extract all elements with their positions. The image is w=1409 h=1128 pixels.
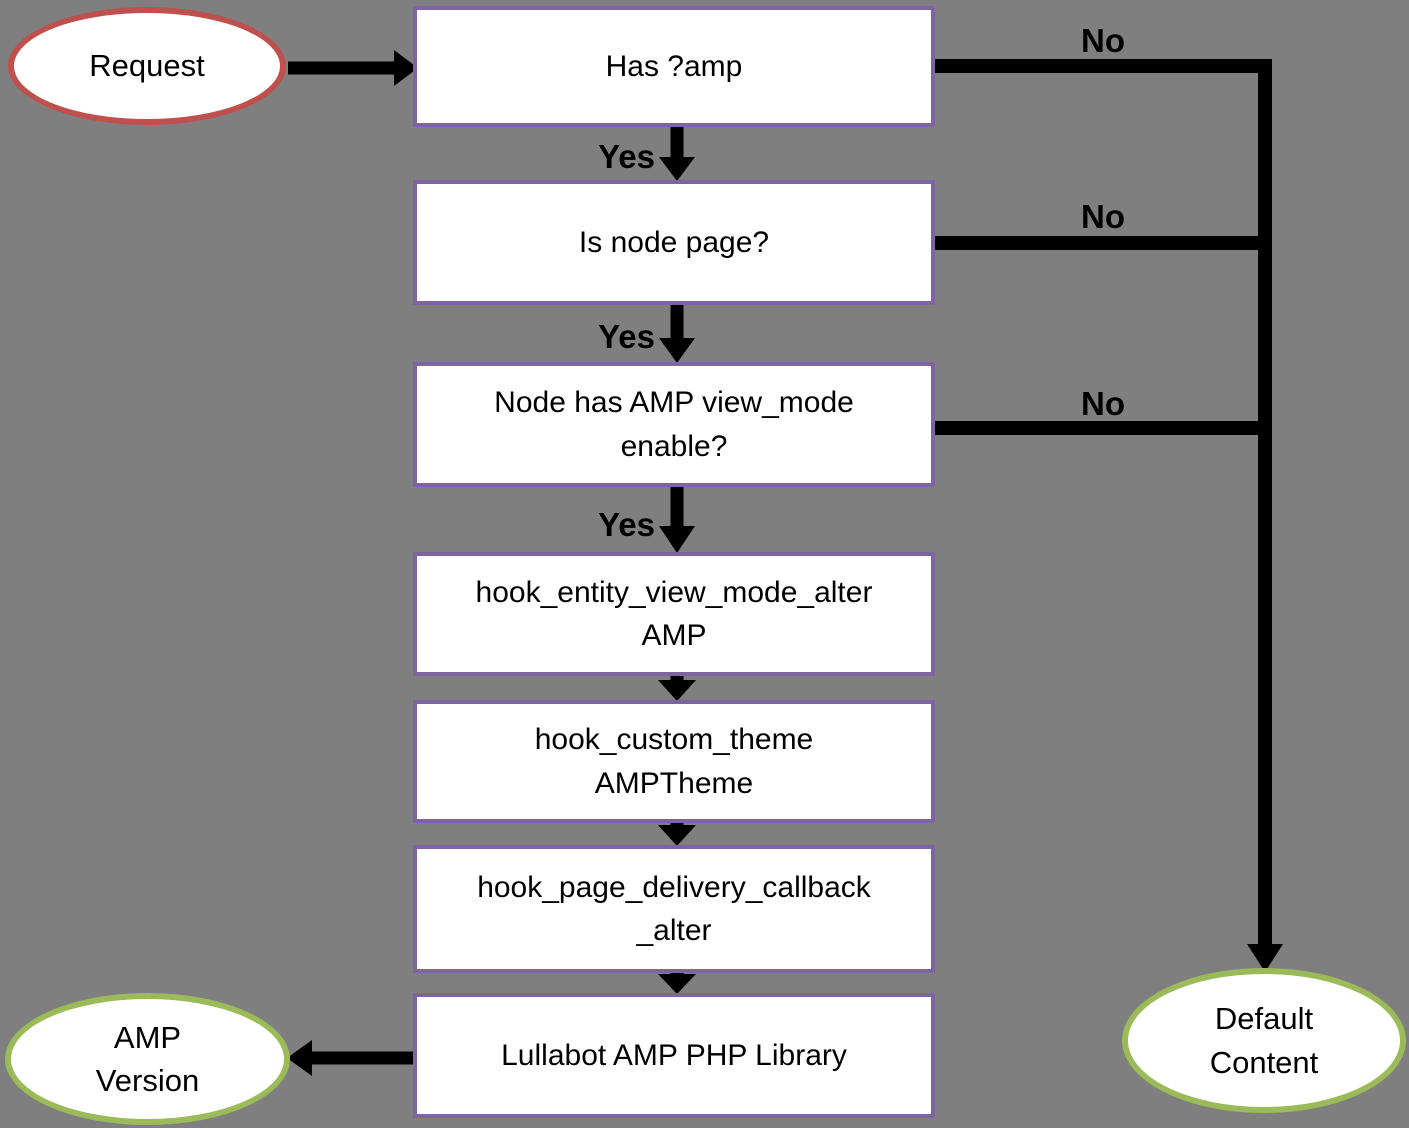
edge-label-yes-2: Yes	[598, 318, 655, 355]
node-default-content: Default Content	[1122, 968, 1406, 1113]
arrow-head-down-icon	[658, 974, 696, 994]
node-request: Request	[8, 7, 286, 125]
edge-label-yes-1: Yes	[598, 138, 655, 175]
node-has-amp-label: Has ?amp	[605, 49, 743, 83]
node-hook-page-delivery-callback-alter: hook_page_delivery_callback _alter	[413, 845, 935, 973]
arrow-head-down-icon	[659, 338, 695, 363]
node-default-content-label: Default Content	[1209, 1001, 1319, 1080]
edge-lullabot-to-amp-version	[287, 1040, 413, 1076]
edge-label-no-2: No	[1081, 198, 1125, 235]
edge-label-no-1: No	[1081, 22, 1125, 59]
node-hook-page-delivery-callback-alter-label: hook_page_delivery_callback _alter	[477, 870, 871, 948]
edge-hook-custom-theme-to-hook-page-delivery	[658, 821, 696, 846]
edge-rail-to-default-content	[1247, 59, 1283, 972]
node-lullabot-amp-php-library: Lullabot AMP PHP Library	[413, 993, 935, 1118]
edge-yes-2	[659, 305, 695, 363]
edge-hook-page-delivery-to-lullabot	[658, 971, 696, 994]
edge-label-yes-3: Yes	[598, 506, 655, 543]
arrow-head-down-icon	[658, 825, 696, 846]
node-hook-entity-view-mode-alter-label: hook_entity_view_mode_alter AMP	[475, 575, 873, 653]
arrow-head-down-icon	[658, 680, 696, 701]
node-hook-entity-view-mode-alter: hook_entity_view_mode_alter AMP	[413, 552, 935, 676]
edge-label-no-3: No	[1081, 385, 1125, 422]
edge-request-to-has-amp	[288, 50, 418, 86]
edge-hook-entity-to-hook-custom-theme	[658, 674, 696, 701]
node-hook-custom-theme-label: hook_custom_theme AMPTheme	[534, 723, 814, 800]
node-has-amp-view-mode: Node has AMP view_mode enable?	[413, 362, 935, 487]
node-has-amp-view-mode-label: Node has AMP view_mode enable?	[494, 386, 854, 463]
edge-yes-1	[659, 127, 695, 181]
arrow-head-right-icon	[394, 50, 418, 86]
arrow-head-down-icon	[659, 526, 695, 553]
node-request-label: Request	[89, 48, 205, 84]
arrow-head-down-icon	[659, 157, 695, 181]
edge-yes-3	[659, 487, 695, 553]
node-hook-custom-theme: hook_custom_theme AMPTheme	[413, 700, 935, 823]
node-is-node-page-label: Is node page?	[578, 225, 770, 259]
node-amp-version: AMP Version	[5, 993, 290, 1125]
arrow-head-left-icon	[287, 1040, 312, 1076]
arrow-head-down-icon	[1247, 944, 1283, 972]
node-is-node-page: Is node page?	[413, 180, 935, 305]
node-has-amp: Has ?amp	[413, 6, 935, 127]
node-lullabot-amp-php-library-label: Lullabot AMP PHP Library	[501, 1038, 847, 1072]
node-amp-version-label: AMP Version	[95, 1019, 200, 1098]
